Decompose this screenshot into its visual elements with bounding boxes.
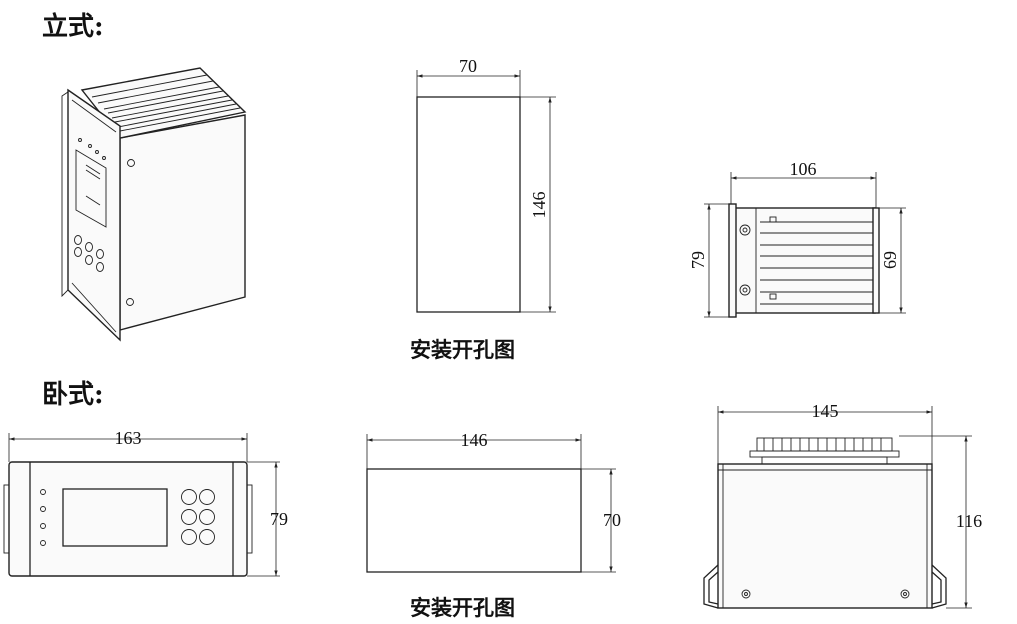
vertical-cutout-drawing xyxy=(416,70,556,313)
horizontal-unit-front-view xyxy=(3,433,280,577)
dim-front-width: 163 xyxy=(115,428,142,448)
dim-side-height-outer: 79 xyxy=(688,251,708,269)
horizontal-cutout-caption: 安装开孔图 xyxy=(410,595,515,620)
horizontal-unit-top-view xyxy=(703,406,972,609)
vertical-section-label: 立式: xyxy=(42,12,104,42)
horizontal-cutout-drawing xyxy=(366,434,616,573)
dim-side-height-inner: 69 xyxy=(880,251,900,269)
vertical-unit-isometric-view xyxy=(61,67,247,342)
dim-vertical-cutout-height: 146 xyxy=(529,192,549,219)
dim-vertical-cutout-width: 70 xyxy=(459,56,477,76)
dim-front-height: 79 xyxy=(270,509,288,529)
vertical-cutout-caption: 安装开孔图 xyxy=(410,337,515,362)
dim-top-view-height: 116 xyxy=(956,511,982,531)
vertical-unit-side-view xyxy=(704,172,906,318)
horizontal-section-label: 卧式: xyxy=(42,380,104,410)
dim-horizontal-cutout-height: 70 xyxy=(603,510,621,530)
dim-horizontal-cutout-width: 146 xyxy=(461,430,488,450)
dim-top-view-width: 145 xyxy=(812,401,839,421)
dim-side-depth: 106 xyxy=(790,159,817,179)
